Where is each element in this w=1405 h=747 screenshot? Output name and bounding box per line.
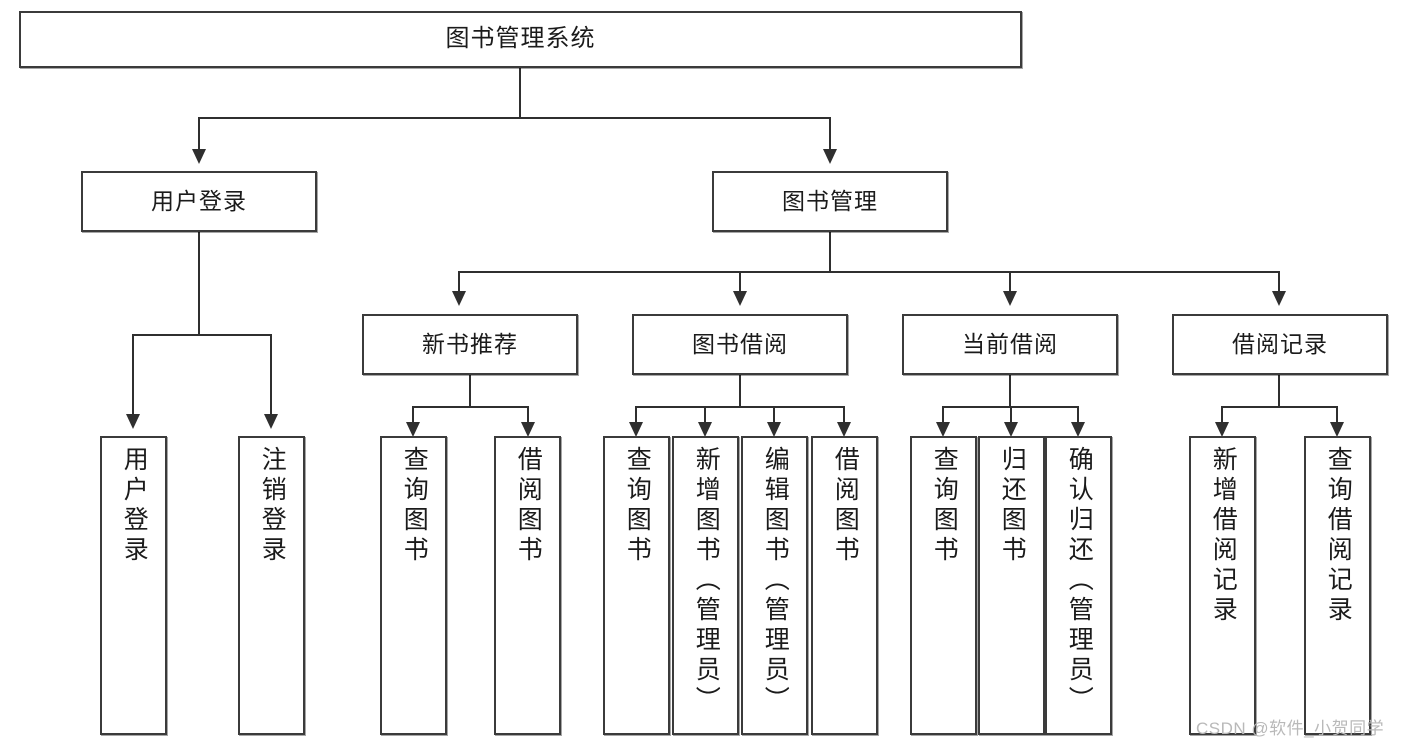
edge-book-manage-drop-3 (1009, 271, 1011, 293)
arrow-book-manage-to-current-borrow (1003, 291, 1017, 306)
leaf-query-book-recommend[interactable]: 查询图书 (380, 436, 447, 735)
leaf-logout-login[interactable]: 注销登录 (238, 436, 305, 735)
node-label: 借阅记录 (1232, 330, 1328, 357)
arrow-user-login-to-leaf-logout (264, 414, 278, 429)
node-label: 确认归还（管理员） (1065, 446, 1094, 716)
leaf-add-borrow-record[interactable]: 新增借阅记录 (1189, 436, 1256, 735)
arrow-book-borrow-to-add-book (698, 422, 712, 437)
arrow-current-borrow-to-return-book (1004, 422, 1018, 437)
edge-root-to-user-login (198, 117, 200, 151)
node-new-book-recommend[interactable]: 新书推荐 (362, 314, 578, 375)
node-label: 查询图书 (400, 446, 429, 566)
edge-book-borrow-drop-4 (843, 406, 845, 424)
edge-root-trunk (519, 68, 521, 117)
node-current-borrow[interactable]: 当前借阅 (902, 314, 1118, 375)
edge-user-login-drop-2 (270, 334, 272, 416)
node-label: 当前借阅 (962, 330, 1058, 357)
edge-book-borrow-drop-2 (704, 406, 706, 424)
leaf-borrow-book-borrow[interactable]: 借阅图书 (811, 436, 878, 735)
node-label: 图书管理系统 (445, 25, 596, 53)
edge-borrow-record-drop-2 (1336, 406, 1338, 424)
node-label: 图书借阅 (692, 330, 788, 357)
arrow-user-login-to-leaf-user-login (126, 414, 140, 429)
edge-borrow-record-bus (1221, 406, 1338, 408)
leaf-confirm-return-admin[interactable]: 确认归还（管理员） (1045, 436, 1112, 735)
arrow-book-borrow-to-edit-book (767, 422, 781, 437)
edge-book-manage-drop-4 (1278, 271, 1280, 293)
node-label: 图书管理 (782, 187, 878, 214)
node-label: 新增图书（管理员） (692, 446, 721, 716)
node-label: 查询图书 (930, 446, 959, 566)
edge-book-manage-trunk (829, 232, 831, 273)
edge-book-borrow-drop-3 (773, 406, 775, 424)
node-label: 新增借阅记录 (1209, 446, 1238, 626)
node-label: 用户登录 (120, 446, 149, 566)
edge-book-borrow-drop-1 (635, 406, 637, 424)
leaf-add-book-admin[interactable]: 新增图书（管理员） (672, 436, 739, 735)
node-label: 归还图书 (998, 446, 1027, 566)
edge-borrow-record-trunk (1278, 375, 1280, 408)
node-user-login[interactable]: 用户登录 (81, 171, 317, 232)
csdn-watermark: CSDN @软件_小贺同学 (1196, 719, 1385, 738)
edge-new-book-recommend-trunk (469, 375, 471, 408)
edge-book-borrow-trunk (739, 375, 741, 408)
edge-root-bus (198, 117, 831, 119)
arrow-book-manage-to-borrow-record (1272, 291, 1286, 306)
edge-new-book-recommend-bus (412, 406, 529, 408)
edge-current-borrow-trunk (1009, 375, 1011, 408)
edge-current-borrow-drop-3 (1077, 406, 1079, 424)
edge-user-login-drop-1 (132, 334, 134, 416)
node-book-borrow[interactable]: 图书借阅 (632, 314, 848, 375)
edge-new-book-recommend-drop-1 (412, 406, 414, 424)
edge-user-login-trunk (198, 232, 200, 335)
leaf-user-login[interactable]: 用户登录 (100, 436, 167, 735)
leaf-edit-book-admin[interactable]: 编辑图书（管理员） (741, 436, 808, 735)
leaf-query-book-current[interactable]: 查询图书 (910, 436, 977, 735)
leaf-query-book-borrow[interactable]: 查询图书 (603, 436, 670, 735)
node-borrow-record[interactable]: 借阅记录 (1172, 314, 1388, 375)
node-label: 查询图书 (623, 446, 652, 566)
node-book-manage[interactable]: 图书管理 (712, 171, 948, 232)
arrow-borrow-record-to-add-record (1215, 422, 1229, 437)
arrow-root-to-user-login (192, 149, 206, 164)
arrow-new-book-recommend-to-query-book (406, 422, 420, 437)
edge-root-to-book-manage (829, 117, 831, 151)
node-label: 注销登录 (258, 446, 287, 566)
edge-book-borrow-bus (635, 406, 845, 408)
node-label: 借阅图书 (831, 446, 860, 566)
edge-book-manage-drop-2 (739, 271, 741, 293)
arrow-book-manage-to-book-borrow (733, 291, 747, 306)
leaf-borrow-book-recommend[interactable]: 借阅图书 (494, 436, 561, 735)
edge-book-manage-bus (458, 271, 1280, 273)
arrow-current-borrow-to-confirm-return (1071, 422, 1085, 437)
leaf-query-borrow-record[interactable]: 查询借阅记录 (1304, 436, 1371, 735)
arrow-borrow-record-to-query-record (1330, 422, 1344, 437)
edge-current-borrow-drop-2 (1010, 406, 1012, 424)
node-label: 编辑图书（管理员） (761, 446, 790, 716)
arrow-root-to-book-manage (823, 149, 837, 164)
edge-user-login-bus (132, 334, 272, 336)
arrow-book-borrow-to-borrow-book (837, 422, 851, 437)
arrow-new-book-recommend-to-borrow-book (521, 422, 535, 437)
node-label: 新书推荐 (422, 330, 518, 357)
arrow-current-borrow-to-query-book (936, 422, 950, 437)
edge-book-manage-drop-1 (458, 271, 460, 293)
node-label: 借阅图书 (514, 446, 543, 566)
arrow-book-manage-to-new-book-recommend (452, 291, 466, 306)
edge-new-book-recommend-drop-2 (527, 406, 529, 424)
edge-borrow-record-drop-1 (1221, 406, 1223, 424)
arrow-book-borrow-to-query-book (629, 422, 643, 437)
leaf-return-book[interactable]: 归还图书 (978, 436, 1045, 735)
edge-current-borrow-drop-1 (942, 406, 944, 424)
node-label: 用户登录 (151, 187, 247, 214)
node-label: 查询借阅记录 (1324, 446, 1353, 626)
node-root-book-management-system[interactable]: 图书管理系统 (19, 11, 1022, 68)
